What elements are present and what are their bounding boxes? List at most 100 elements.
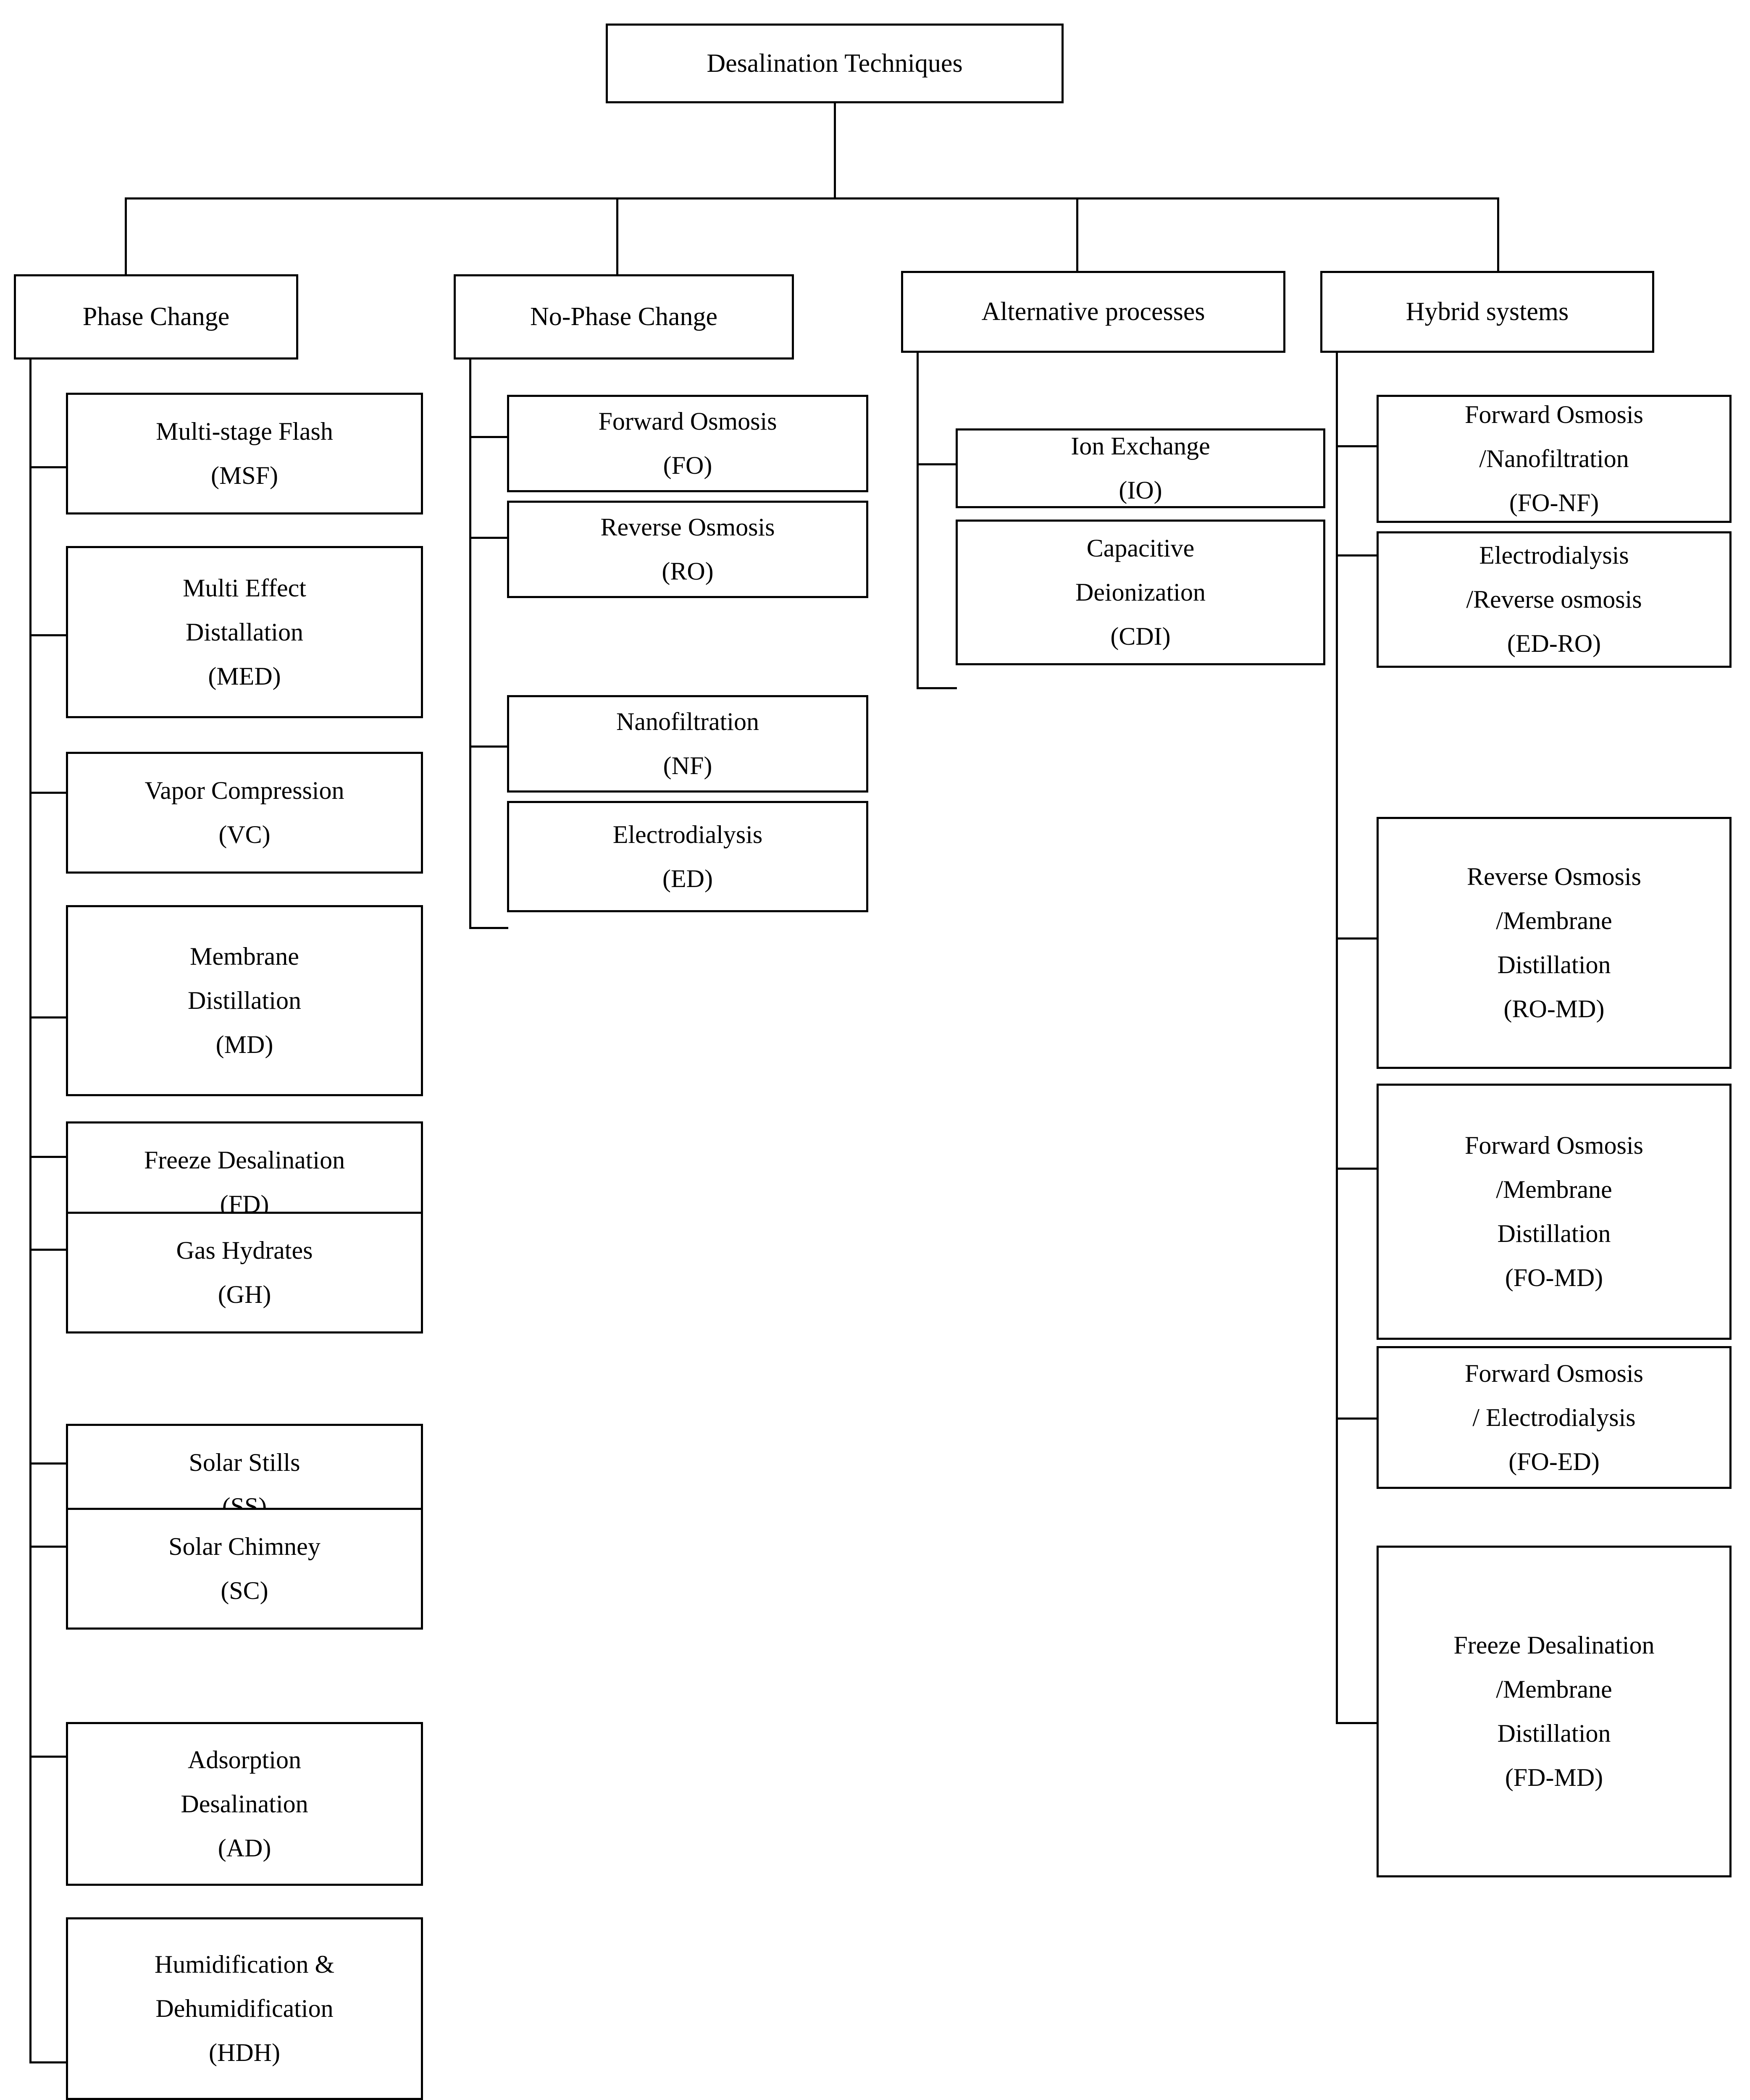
- stub-ed-ro: [1336, 554, 1378, 556]
- leaf-line: Distillation: [1497, 951, 1611, 979]
- spine-no-phase-change: [469, 360, 471, 929]
- spine-hybrid-systems: [1336, 353, 1338, 1724]
- bus-drop-no-phase-change: [616, 197, 618, 275]
- leaf-line: Freeze Desalination: [144, 1146, 345, 1174]
- leaf-line: Freeze Desalination: [1453, 1631, 1655, 1659]
- stub-ro-md: [1336, 937, 1378, 940]
- stub-vc: [29, 792, 67, 794]
- bus-drop-hybrid-systems: [1497, 197, 1499, 275]
- leaf-line: /Reverse osmosis: [1466, 585, 1642, 613]
- leaf-line: Solar Stills: [189, 1449, 300, 1476]
- leaf-line: Forward Osmosis: [598, 407, 777, 435]
- category-bus-connector: [125, 197, 1499, 200]
- leaf-line: (ED): [662, 864, 713, 892]
- leaf-line: Dehumidification: [155, 1995, 334, 2022]
- stub-fd-md: [1336, 1722, 1378, 1724]
- category-node-alternative-processes[interactable]: Alternative processes: [901, 271, 1285, 353]
- leaf-line: Reverse Osmosis: [600, 513, 775, 541]
- leaf-node-fo-md[interactable]: Forward Osmosis /Membrane Distillation (…: [1377, 1084, 1732, 1340]
- leaf-line: (IO): [1119, 476, 1162, 504]
- stub-cdi: [917, 687, 957, 689]
- leaf-node-hdh[interactable]: Humidification & Dehumidification (HDH): [66, 1917, 423, 2100]
- leaf-line: (RO): [662, 557, 714, 585]
- leaf-line: Forward Osmosis: [1464, 1131, 1643, 1159]
- category-label-alternative-processes: Alternative processes: [981, 297, 1205, 326]
- leaf-node-md[interactable]: Membrane Distillation (MD): [66, 905, 423, 1096]
- leaf-node-fo[interactable]: Forward Osmosis (FO): [507, 395, 868, 492]
- stub-fo-md: [1336, 1168, 1378, 1170]
- leaf-line: (RO-MD): [1503, 995, 1605, 1023]
- leaf-line: (MD): [215, 1031, 273, 1058]
- leaf-line: (GH): [218, 1281, 271, 1308]
- leaf-line: /Membrane: [1496, 907, 1612, 934]
- leaf-node-vc[interactable]: Vapor Compression (VC): [66, 752, 423, 874]
- leaf-node-med[interactable]: Multi Effect Distallation (MED): [66, 546, 423, 718]
- leaf-line: Electrodialysis: [612, 820, 763, 848]
- category-node-phase-change[interactable]: Phase Change: [14, 274, 298, 360]
- leaf-line: Deionization: [1075, 578, 1206, 606]
- leaf-node-ed-ro-box[interactable]: Electrodialysis /Reverse osmosis (ED-RO): [1377, 531, 1732, 668]
- stub-ro: [469, 537, 508, 539]
- category-node-hybrid-systems[interactable]: Hybrid systems: [1320, 271, 1654, 353]
- leaf-line: Forward Osmosis: [1464, 1359, 1643, 1387]
- leaf-line: Distillation: [188, 987, 301, 1014]
- leaf-node-sc[interactable]: Solar Chimney (SC): [66, 1508, 423, 1630]
- leaf-node-io[interactable]: Ion Exchange (IO): [956, 428, 1325, 508]
- stub-sc: [29, 1546, 67, 1548]
- bus-drop-alternative-processes: [1076, 197, 1078, 275]
- root-node-desalination-techniques[interactable]: Desalination Techniques: [606, 24, 1064, 103]
- stub-med: [29, 634, 67, 636]
- category-node-no-phase-change[interactable]: No-Phase Change: [454, 274, 794, 360]
- leaf-node-ad[interactable]: Adsorption Desalination (AD): [66, 1722, 423, 1886]
- leaf-node-cdi[interactable]: Capacitive Deionization (CDI): [956, 520, 1325, 665]
- stub-ad: [29, 1756, 67, 1758]
- leaf-line: Forward Osmosis: [1464, 401, 1643, 428]
- leaf-node-msf[interactable]: Multi-stage Flash (MSF): [66, 393, 423, 514]
- root-stem-connector: [834, 103, 836, 198]
- stub-nf: [469, 746, 508, 748]
- leaf-line: Ion Exchange: [1071, 432, 1210, 460]
- leaf-line: (FO): [663, 452, 712, 479]
- leaf-line: Membrane: [190, 942, 299, 970]
- stub-hdh: [29, 2061, 67, 2063]
- stub-fo-nf: [1336, 445, 1378, 447]
- leaf-line: Multi Effect: [183, 574, 306, 602]
- leaf-node-ed[interactable]: Electrodialysis (ED): [507, 801, 868, 912]
- leaf-node-gh[interactable]: Gas Hydrates (GH): [66, 1212, 423, 1334]
- stub-ss: [29, 1462, 67, 1465]
- leaf-node-ro[interactable]: Reverse Osmosis (RO): [507, 501, 868, 598]
- stub-msf: [29, 466, 67, 468]
- leaf-line: Vapor Compression: [145, 777, 344, 804]
- category-label-phase-change: Phase Change: [82, 302, 230, 331]
- stub-fo: [469, 436, 508, 438]
- leaf-line: Distillation: [1497, 1220, 1611, 1247]
- leaf-node-fo-ed[interactable]: Forward Osmosis / Electrodialysis (FO-ED…: [1377, 1346, 1732, 1489]
- leaf-node-fd-md[interactable]: Freeze Desalination /Membrane Distillati…: [1377, 1546, 1732, 1877]
- spine-alternative-processes: [917, 353, 919, 689]
- leaf-line: /Membrane: [1496, 1675, 1612, 1703]
- leaf-line: (MSF): [210, 462, 279, 489]
- stub-ed: [469, 927, 508, 929]
- leaf-line: /Nanofiltration: [1479, 445, 1629, 472]
- leaf-line: Reverse Osmosis: [1467, 863, 1641, 890]
- stub-fo-ed: [1336, 1418, 1378, 1420]
- leaf-line: Capacitive: [1086, 534, 1195, 562]
- leaf-line: Solar Chimney: [168, 1533, 321, 1560]
- leaf-line: Humidification &: [154, 1950, 335, 1978]
- leaf-node-nf[interactable]: Nanofiltration (NF): [507, 695, 868, 793]
- leaf-line: (SC): [221, 1577, 268, 1604]
- leaf-line: Distillation: [1497, 1719, 1611, 1747]
- bus-drop-phase-change: [125, 197, 127, 275]
- stub-io: [917, 463, 957, 465]
- leaf-line: (VC): [218, 821, 271, 848]
- category-label-hybrid-systems: Hybrid systems: [1406, 297, 1569, 326]
- leaf-line: (FO-MD): [1505, 1264, 1603, 1292]
- leaf-node-ro-md[interactable]: Reverse Osmosis /Membrane Distillation (…: [1377, 817, 1732, 1069]
- spine-phase-change: [29, 360, 32, 2063]
- stub-gh: [29, 1249, 67, 1251]
- leaf-line: Multi-stage Flash: [156, 417, 333, 445]
- leaf-line: (FO-NF): [1509, 489, 1599, 517]
- leaf-line: (FD-MD): [1505, 1764, 1603, 1791]
- leaf-line: (MED): [208, 662, 281, 690]
- leaf-node-fo-nf[interactable]: Forward Osmosis /Nanofiltration (FO-NF): [1377, 395, 1732, 523]
